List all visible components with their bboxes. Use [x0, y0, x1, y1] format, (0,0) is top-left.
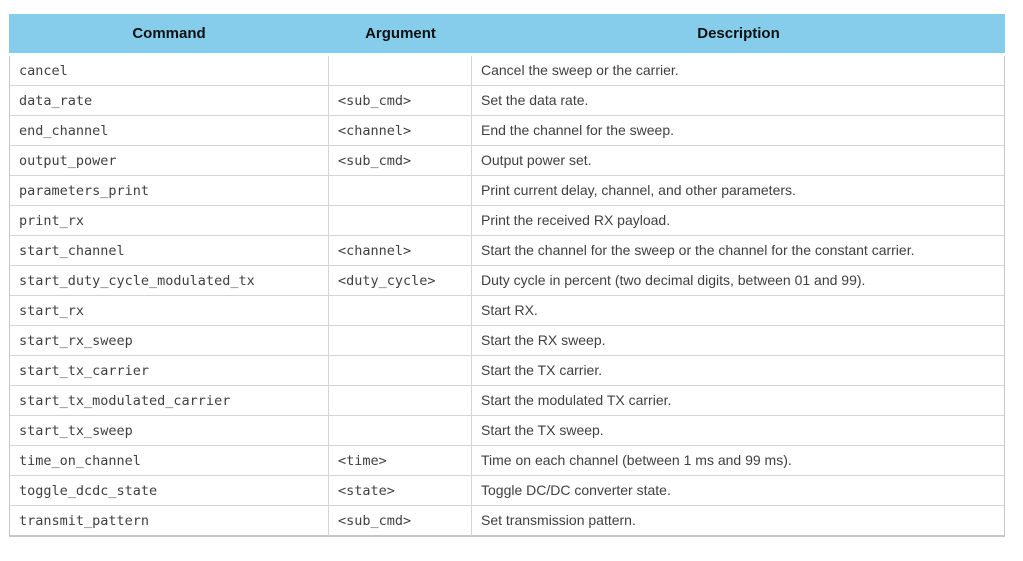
command-cell: start_rx_sweep [9, 326, 329, 356]
argument-cell [329, 416, 472, 446]
description-cell: End the channel for the sweep. [472, 116, 1005, 146]
description-cell: Output power set. [472, 146, 1005, 176]
command-cell: parameters_print [9, 176, 329, 206]
column-header-argument: Argument [329, 14, 472, 56]
argument-cell [329, 326, 472, 356]
command-cell: print_rx [9, 206, 329, 236]
command-reference-table: Command Argument Description cancel Cance… [9, 14, 1005, 537]
argument-cell [329, 56, 472, 86]
table-row: start_tx_modulated_carrier Start the modu… [9, 386, 1005, 416]
argument-cell [329, 386, 472, 416]
table-row: time_on_channel<time>Time on each channe… [9, 446, 1005, 476]
table-row: start_rx_sweep Start the RX sweep. [9, 326, 1005, 356]
command-cell: toggle_dcdc_state [9, 476, 329, 506]
table-row: start_duty_cycle_modulated_tx<duty_cycle… [9, 266, 1005, 296]
table-row: start_channel<channel>Start the channel … [9, 236, 1005, 266]
description-cell: Start the channel for the sweep or the c… [472, 236, 1005, 266]
table-row: toggle_dcdc_state<state>Toggle DC/DC con… [9, 476, 1005, 506]
argument-cell: <sub_cmd> [329, 506, 472, 537]
command-cell: start_tx_carrier [9, 356, 329, 386]
table-header: Command Argument Description [9, 14, 1005, 56]
table-row: print_rx Print the received RX payload. [9, 206, 1005, 236]
table-row: end_channel<channel>End the channel for … [9, 116, 1005, 146]
description-cell: Start the modulated TX carrier. [472, 386, 1005, 416]
table-row: start_tx_carrier Start the TX carrier. [9, 356, 1005, 386]
argument-cell: <time> [329, 446, 472, 476]
description-cell: Duty cycle in percent (two decimal digit… [472, 266, 1005, 296]
description-cell: Start the RX sweep. [472, 326, 1005, 356]
description-cell: Time on each channel (between 1 ms and 9… [472, 446, 1005, 476]
argument-cell: <state> [329, 476, 472, 506]
command-cell: start_channel [9, 236, 329, 266]
column-header-description: Description [472, 14, 1005, 56]
command-cell: data_rate [9, 86, 329, 116]
header-row: Command Argument Description [9, 14, 1005, 56]
argument-cell [329, 356, 472, 386]
description-cell: Start the TX sweep. [472, 416, 1005, 446]
table-row: output_power<sub_cmd>Output power set. [9, 146, 1005, 176]
command-cell: start_tx_modulated_carrier [9, 386, 329, 416]
command-cell: end_channel [9, 116, 329, 146]
argument-cell: <channel> [329, 116, 472, 146]
command-cell: start_duty_cycle_modulated_tx [9, 266, 329, 296]
description-cell: Cancel the sweep or the carrier. [472, 56, 1005, 86]
description-cell: Start the TX carrier. [472, 356, 1005, 386]
command-cell: output_power [9, 146, 329, 176]
command-cell: start_tx_sweep [9, 416, 329, 446]
table-row: cancel Cancel the sweep or the carrier. [9, 56, 1005, 86]
table-row: data_rate<sub_cmd>Set the data rate. [9, 86, 1005, 116]
argument-cell: <channel> [329, 236, 472, 266]
argument-cell [329, 206, 472, 236]
command-cell: time_on_channel [9, 446, 329, 476]
argument-cell [329, 176, 472, 206]
description-cell: Start RX. [472, 296, 1005, 326]
description-cell: Print current delay, channel, and other … [472, 176, 1005, 206]
command-cell: transmit_pattern [9, 506, 329, 537]
argument-cell [329, 296, 472, 326]
description-cell: Toggle DC/DC converter state. [472, 476, 1005, 506]
description-cell: Set transmission pattern. [472, 506, 1005, 537]
table-row: start_tx_sweep Start the TX sweep. [9, 416, 1005, 446]
table-row: parameters_print Print current delay, cha… [9, 176, 1005, 206]
description-cell: Set the data rate. [472, 86, 1005, 116]
column-header-command: Command [9, 14, 329, 56]
command-cell: start_rx [9, 296, 329, 326]
command-cell: cancel [9, 56, 329, 86]
description-cell: Print the received RX payload. [472, 206, 1005, 236]
argument-cell: <sub_cmd> [329, 146, 472, 176]
argument-cell: <duty_cycle> [329, 266, 472, 296]
argument-cell: <sub_cmd> [329, 86, 472, 116]
table-row: start_rx Start RX. [9, 296, 1005, 326]
table-row: transmit_pattern<sub_cmd>Set transmissio… [9, 506, 1005, 537]
